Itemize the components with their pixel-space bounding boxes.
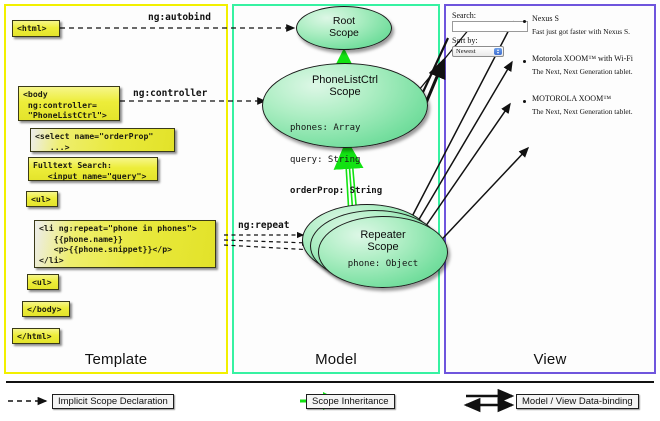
search-label: Search:: [452, 11, 476, 20]
code-box-html-close: </html>: [12, 328, 60, 344]
scope-ctrl-prop-query: query: String: [290, 154, 361, 165]
legend-item-scope-inheritance: Scope Inheritance: [306, 394, 395, 409]
sort-by-label: Sort by:: [452, 36, 478, 45]
edge-label-ng-controller: ng:controller: [133, 88, 208, 99]
scope-ctrl-title-2: Scope: [329, 86, 361, 98]
legend-item-model-view-databinding: Model / View Data-binding: [516, 394, 639, 409]
panel-template: Template: [4, 4, 228, 374]
scope-repeater-prop-phone: phone: Object: [347, 259, 419, 269]
view-app-preview: Search: Sort by: Newest Nexus S Fast jus…: [450, 9, 654, 129]
code-box-body-open: <body ng:controller= "PhoneListCtrl">: [18, 86, 120, 121]
list-bullet: [523, 20, 526, 23]
legend-divider: [6, 381, 654, 383]
edge-label-ng-repeat: ng:repeat: [238, 220, 290, 231]
search-input[interactable]: [452, 21, 528, 32]
scope-phonelistctrl: PhoneListCtrl Scope phones: Array query:…: [262, 63, 428, 196]
scope-ctrl-title-1: PhoneListCtrl: [311, 74, 379, 86]
phone-name: MOTOROLA XOOM™: [532, 94, 612, 103]
code-box-li-repeat: <li ng:repeat="phone in phones"> {{phone…: [34, 220, 216, 268]
scope-repeater-title-1: Repeater: [360, 229, 406, 241]
chevron-updown-icon: [494, 48, 502, 55]
scope-ctrl-prop-orderprop: orderProp: String: [290, 186, 383, 196]
scope-root-title-1: Root: [332, 15, 356, 27]
list-item[interactable]: MOTOROLA XOOM™ The Next, Next Generation…: [532, 94, 654, 117]
phone-snippet: The Next, Next Generation tablet.: [532, 107, 633, 116]
phone-name: Motorola XOOM™ with Wi-Fi: [532, 54, 633, 63]
code-box-html-open: <html>: [12, 20, 60, 37]
edge-label-ng-autobind: ng:autobind: [148, 12, 211, 23]
scope-repeater-title-2: Scope: [367, 241, 399, 253]
list-item[interactable]: Motorola XOOM™ with Wi-Fi The Next, Next…: [532, 54, 654, 77]
sort-by-select[interactable]: Newest: [452, 46, 504, 57]
panel-model-label: Model: [315, 351, 357, 368]
scope-repeater: Repeater Scope phone: Object: [318, 216, 448, 288]
list-bullet: [523, 60, 526, 63]
scope-ctrl-prop-phones: phones: Array: [290, 123, 361, 133]
phone-snippet: Fast just got faster with Nexus S.: [532, 27, 630, 36]
scope-root: Root Scope: [296, 6, 392, 50]
code-box-body-close: </body>: [22, 301, 70, 317]
code-box-ul-open: <ul>: [26, 191, 58, 207]
code-box-select: <select name="orderProp" ...>: [30, 128, 175, 152]
list-bullet: [523, 100, 526, 103]
scope-root-title-2: Scope: [329, 27, 359, 39]
code-box-search-input: Fulltext Search: <input name="query">: [28, 157, 158, 181]
panel-view-label: View: [533, 351, 567, 368]
code-box-ul-close: <ul>: [27, 274, 59, 290]
phone-name: Nexus S: [532, 14, 559, 23]
legend-item-implicit-scope-declaration: Implicit Scope Declaration: [52, 394, 174, 409]
list-item[interactable]: Nexus S Fast just got faster with Nexus …: [532, 14, 654, 37]
sort-by-selected-value: Newest: [456, 48, 476, 55]
panel-template-label: Template: [84, 351, 148, 368]
phone-snippet: The Next, Next Generation tablet.: [532, 67, 633, 76]
